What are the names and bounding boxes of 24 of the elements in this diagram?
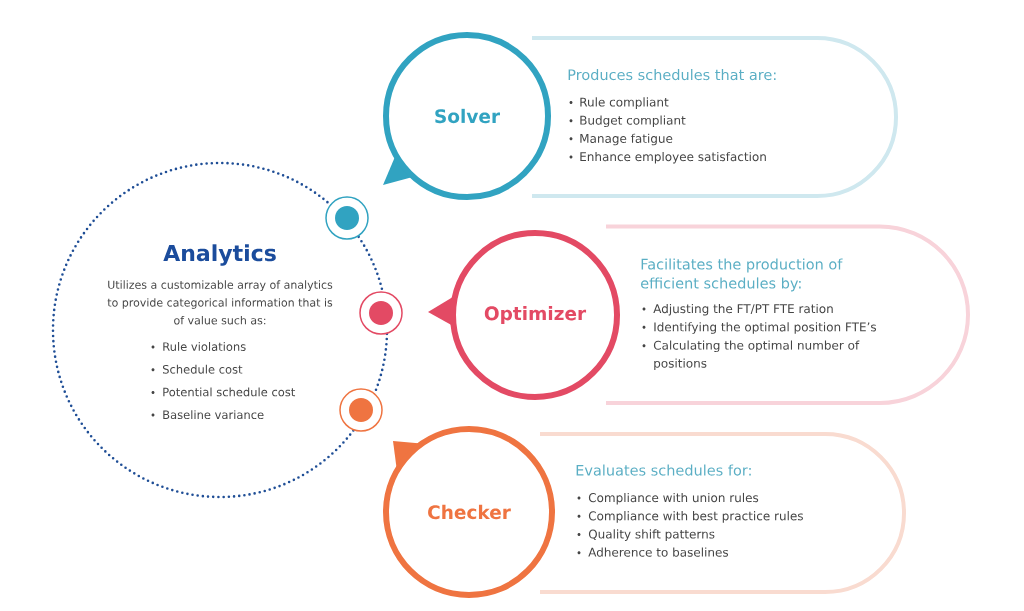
description: Utilizes a customizable array of analytics to provide categorical information that is of value such as:	[107, 280, 333, 325]
list-item: Schedule cost	[162, 364, 243, 374]
list-item: Potential schedule cost	[163, 387, 296, 397]
list-item: Budget compliant	[580, 115, 686, 128]
list-item: Compliance with best practice rules	[588, 511, 803, 523]
speech-bubble: Optimizer	[428, 230, 620, 400]
list-item: Adherence to baselines	[588, 547, 729, 557]
list-item: Compliance with union rules	[588, 492, 759, 505]
list-item: Calculating the optimal number of positions	[653, 340, 860, 371]
heading: Produces schedules that are:	[568, 69, 776, 81]
heading: Evaluates schedules for:	[576, 464, 751, 476]
list-item: Quality shift patterns	[588, 529, 715, 541]
list-item: Rule violations	[163, 342, 246, 351]
list-item: Manage fatigue	[580, 133, 673, 146]
heading: Facilitates the production of efficient schedules by:	[641, 258, 843, 292]
speech-bubble: Solver	[383, 32, 551, 200]
node-label: Checker	[428, 504, 511, 520]
list-item: Identifying the optimal position FTE’s	[654, 322, 877, 334]
speech-bubble: Checker	[383, 426, 555, 598]
list-item: Enhance employee satisfaction	[580, 151, 766, 164]
list-item: Baseline variance	[163, 410, 264, 420]
list-item: Rule compliant	[580, 97, 669, 109]
list-item: Adjusting the FT/PT FTE ration	[653, 303, 833, 316]
heading: Analytics	[163, 244, 276, 266]
